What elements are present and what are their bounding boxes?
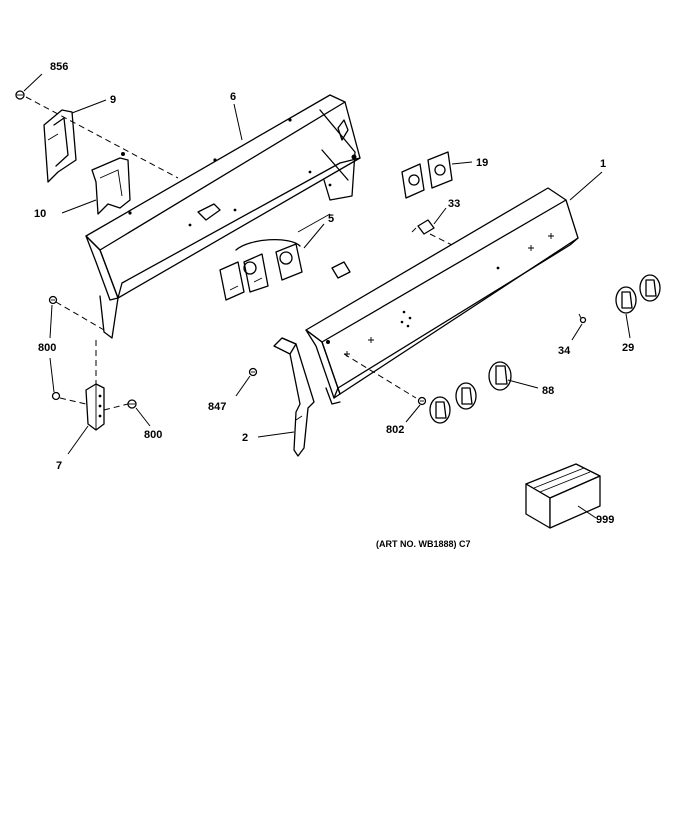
label-34: 34 xyxy=(558,345,571,357)
part-10-end-cap xyxy=(61,152,131,215)
part-33-indicator-light xyxy=(411,207,455,247)
part-847-screw xyxy=(235,367,258,397)
label-2: 2 xyxy=(242,432,248,444)
part-29-knobs xyxy=(615,274,661,339)
part-labels: 856 9 6 19 1 10 33 5 800 847 802 88 34 2… xyxy=(34,61,634,549)
label-800-upper: 800 xyxy=(38,342,56,354)
part-856-screw xyxy=(15,73,43,100)
label-847: 847 xyxy=(208,401,226,413)
part-88-knobs xyxy=(429,361,539,424)
assembly-line xyxy=(25,96,179,179)
label-9: 9 xyxy=(110,94,116,106)
label-6: 6 xyxy=(230,91,236,103)
part-19-switches xyxy=(401,151,473,199)
part-800-screw-upper xyxy=(48,295,105,339)
part-7-bracket xyxy=(67,340,105,455)
part-34-screw xyxy=(571,313,587,341)
part-2-end-bracket xyxy=(257,337,315,457)
label-88: 88 xyxy=(542,385,554,397)
part-999-box xyxy=(525,463,601,529)
label-10: 10 xyxy=(34,208,46,220)
label-999: 999 xyxy=(596,514,614,526)
label-800-lower: 800 xyxy=(144,429,162,441)
part-1-control-panel xyxy=(305,171,603,405)
label-5: 5 xyxy=(328,213,334,225)
label-856: 856 xyxy=(50,61,68,73)
part-5-switches xyxy=(219,213,351,301)
art-number: (ART NO. WB1888) C7 xyxy=(376,539,471,549)
label-802: 802 xyxy=(386,424,404,436)
part-800-screw-lower xyxy=(49,357,151,427)
part-6-backsplash xyxy=(85,94,361,339)
label-1: 1 xyxy=(600,158,606,170)
label-33: 33 xyxy=(448,198,460,210)
part-802-screw xyxy=(405,396,427,423)
label-29: 29 xyxy=(622,342,634,354)
label-19: 19 xyxy=(476,157,488,169)
label-7: 7 xyxy=(56,460,62,472)
part-9-bracket xyxy=(43,99,107,183)
